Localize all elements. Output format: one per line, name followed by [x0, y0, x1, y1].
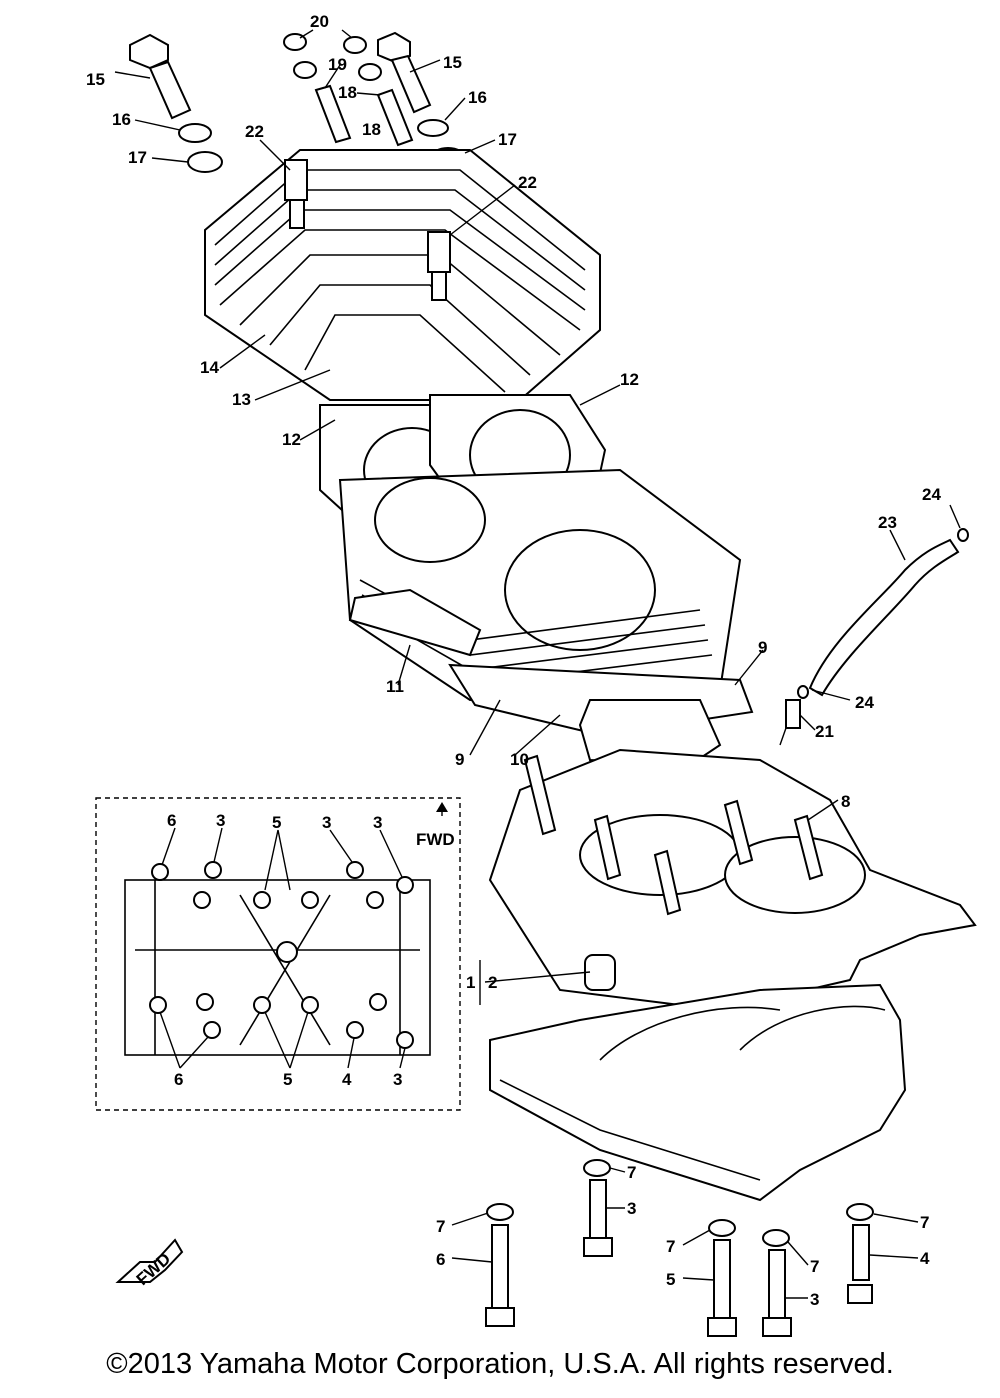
callout-19: 19 — [328, 55, 347, 74]
callout-12: 12 — [620, 370, 639, 389]
washer-16-left — [178, 123, 212, 143]
callout-1: 1 — [466, 973, 475, 992]
callout-4: 4 — [920, 1249, 930, 1268]
cylinder-block — [338, 468, 742, 702]
base-gasket-11 — [348, 588, 482, 657]
washer-16-right — [417, 119, 449, 137]
callout-22: 22 — [245, 122, 264, 141]
callout-3: 3 — [810, 1290, 819, 1309]
callout-labels: 15 15 16 16 17 17 20 19 18 18 22 22 14 1… — [86, 12, 941, 1309]
cap-nuts — [283, 33, 382, 81]
inset-callout-6: 6 — [174, 1070, 183, 1089]
callout-17: 17 — [128, 148, 147, 167]
crankcase — [488, 748, 977, 1202]
callout-12: 12 — [282, 430, 301, 449]
inset-callout-3: 3 — [373, 813, 382, 832]
callout-6: 6 — [436, 1250, 445, 1269]
callout-3: 3 — [627, 1199, 636, 1218]
callout-22: 22 — [518, 173, 537, 192]
washer-17-left — [187, 151, 223, 173]
inset-callout-3: 3 — [393, 1070, 402, 1089]
callout-5: 5 — [666, 1270, 675, 1289]
callout-11: 11 — [386, 677, 404, 696]
forward-direction-arrow — [115, 1238, 184, 1283]
callout-7: 7 — [920, 1213, 929, 1232]
callout-17: 17 — [498, 130, 517, 149]
callout-24: 24 — [922, 485, 941, 504]
callout-16: 16 — [112, 110, 131, 129]
callout-16: 16 — [468, 88, 487, 107]
engine-exploded-diagram: FWD — [86, 12, 977, 1337]
head-studs — [314, 84, 414, 147]
callout-2: 2 — [488, 973, 497, 992]
spark-plug-left — [284, 159, 308, 229]
callout-13: 13 — [232, 390, 251, 409]
inset-callout-5: 5 — [283, 1070, 292, 1089]
callout-7: 7 — [436, 1217, 445, 1236]
callout-9: 9 — [758, 638, 767, 657]
callout-23: 23 — [878, 513, 897, 532]
breather-hose — [779, 528, 969, 746]
callout-10: 10 — [510, 750, 529, 769]
cylinder-studs — [523, 754, 824, 916]
cylinder-head — [204, 149, 601, 401]
callout-8: 8 — [841, 792, 850, 811]
callout-7: 7 — [666, 1237, 675, 1256]
callout-15: 15 — [443, 53, 462, 72]
inset-bottom-view — [95, 797, 461, 1111]
callout-7: 7 — [810, 1257, 819, 1276]
callout-24: 24 — [855, 693, 874, 712]
inset-callout-3: 3 — [216, 811, 225, 830]
callout-9: 9 — [455, 750, 464, 769]
callout-7: 7 — [627, 1163, 636, 1182]
inset-fwd-label: FWD — [416, 830, 455, 849]
callout-18: 18 — [338, 83, 357, 102]
callout-21: 21 — [815, 722, 834, 741]
inset-callout-3: 3 — [322, 813, 331, 832]
lower-bolts — [485, 1159, 874, 1337]
callout-leaders — [114, 29, 961, 1299]
inset-callout-6: 6 — [167, 811, 176, 830]
callout-14: 14 — [200, 358, 219, 377]
callout-15: 15 — [86, 70, 105, 89]
cylinder-head-bolt-left — [129, 33, 192, 120]
callout-18: 18 — [362, 120, 381, 139]
inset-callout-5: 5 — [272, 813, 281, 832]
inset-labels: FWD 6 3 5 3 3 6 5 4 3 — [167, 811, 455, 1089]
spark-plug-right — [427, 231, 451, 301]
callout-20: 20 — [310, 12, 329, 31]
cylinder-head-bolt-right — [377, 31, 432, 114]
copyright-notice: ©2013 Yamaha Motor Corporation, U.S.A. A… — [106, 1348, 894, 1380]
inset-callout-4: 4 — [342, 1070, 352, 1089]
